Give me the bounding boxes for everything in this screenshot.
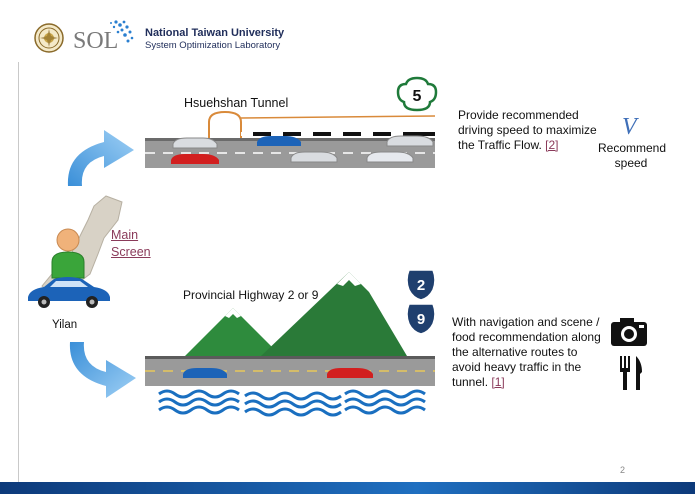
route-5-number: 5 [413,88,422,105]
highway-description: With navigation and scene / food recomme… [452,315,601,390]
recommend-speed-label: Recommend speed [598,141,667,171]
tunnel-desc-line-3-text: the Traffic Flow. [458,138,542,152]
tunnel-title: Hsuehshan Tunnel [184,96,289,110]
tunnel-road-icon [145,110,436,168]
route-2-number: 2 [417,277,425,294]
camera-icon [611,318,647,346]
tunnel-description: Provide recommended driving speed to max… [458,108,597,153]
fork-knife-icon [620,356,642,390]
camera-food-icons [606,312,652,390]
header: SOL National Taiwan University System Op… [0,0,695,62]
highway-desc-line-1: With navigation and scene / [452,315,600,329]
highway-desc-line-3: the alternative routes to [452,345,578,359]
route-5-shield-icon: 5 [396,76,438,112]
org-name: National Taiwan University [145,27,285,39]
main-screen-line-2: Screen [111,245,151,259]
main-screen-link[interactable]: Main Screen [111,227,151,261]
main-screen-line-1: Main [111,228,139,242]
highway-ref-link[interactable]: [1] [491,375,505,389]
sol-logo-text: SOL [73,28,118,54]
user-avatar-icon [51,228,85,279]
tunnel-desc-line-3: the Traffic Flow. [2] [458,138,597,153]
arrow-down-icon [69,342,136,398]
highway-desc-line-5: tunnel. [1] [452,375,601,390]
speed-symbol: V [622,114,637,140]
highway-title: Provincial Highway 2 or 9 [183,288,319,302]
location-label: Yilan [52,319,78,331]
route-9-number: 9 [417,311,425,328]
left-divider [18,62,19,482]
sol-logo-icon: SOL [73,20,134,54]
highway-scene-icon [145,272,435,417]
recommend-speed-line-2: speed [614,156,648,170]
tunnel-desc-line-1: Provide recommended [458,108,579,122]
highway-desc-line-4: avoid heavy traffic in the [452,360,582,374]
university-seal-icon [34,23,64,53]
recommend-speed-line-1: Recommend [598,141,667,155]
yilan-car-icon [28,277,110,308]
route-shields-icon: 2 9 [406,269,436,335]
org-subtitle: System Optimization Laboratory [145,40,281,51]
tunnel-cars [171,135,434,164]
highway-desc-line-5-text: tunnel. [452,375,489,389]
tunnel-ref-link[interactable]: [2] [545,138,559,152]
tunnel-desc-line-2: driving speed to maximize [458,123,597,137]
arrow-up-icon [67,130,134,186]
page-number: 2 [620,465,626,475]
footer-bar [0,482,695,494]
highway-desc-line-2: food recommendation along [452,330,601,344]
